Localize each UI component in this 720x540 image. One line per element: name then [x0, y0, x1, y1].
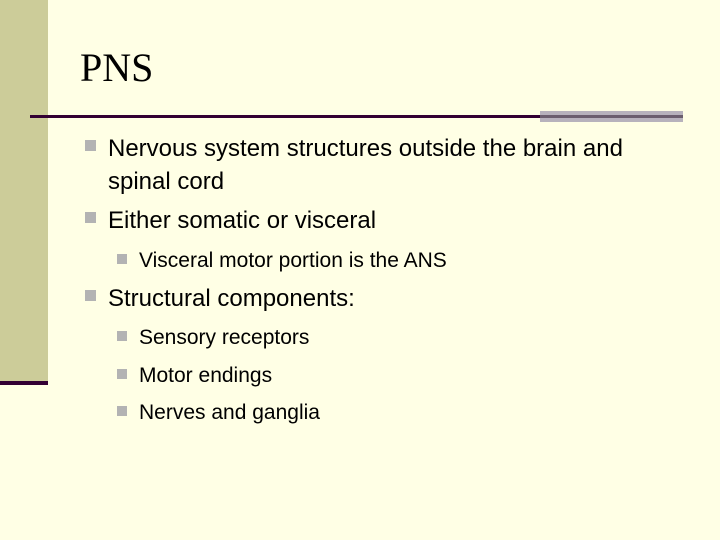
- bullet-item: Nervous system structures outside the br…: [85, 132, 685, 198]
- sub-bullet-text: Nerves and ganglia: [139, 401, 320, 424]
- sub-bullet-item: Sensory receptors: [117, 324, 677, 351]
- bullet-text: Structural components:: [108, 285, 355, 312]
- square-bullet-icon: [117, 331, 127, 341]
- sub-bullet-item: Nerves and ganglia: [117, 399, 677, 426]
- title-rule-light: [540, 111, 683, 115]
- title-rule-dark: [30, 115, 540, 118]
- title-rule-light-lower: [540, 118, 683, 122]
- bullet-text: Either somatic or visceral: [108, 207, 377, 234]
- left-bar-base-line: [0, 381, 48, 385]
- sub-bullet-text: Sensory receptors: [139, 326, 310, 349]
- sub-bullet-item: Visceral motor portion is the ANS: [117, 247, 677, 274]
- square-bullet-icon: [85, 212, 96, 223]
- square-bullet-icon: [85, 290, 96, 301]
- title-rule-light-center: [540, 115, 683, 118]
- square-bullet-icon: [117, 254, 127, 264]
- sub-bullet-text: Motor endings: [139, 364, 273, 387]
- square-bullet-icon: [117, 369, 127, 379]
- left-decorative-bar: [0, 0, 48, 385]
- bullet-item: Either somatic or visceral: [85, 204, 685, 237]
- sub-bullet-text: Visceral motor portion is the ANS: [139, 249, 447, 272]
- square-bullet-icon: [85, 140, 96, 151]
- sub-bullet-item: Motor endings: [117, 362, 677, 389]
- slide-title: PNS: [80, 45, 154, 90]
- square-bullet-icon: [117, 406, 127, 416]
- bullet-item: Structural components:: [85, 282, 685, 315]
- bullet-text: Nervous system structures outside the br…: [108, 135, 623, 195]
